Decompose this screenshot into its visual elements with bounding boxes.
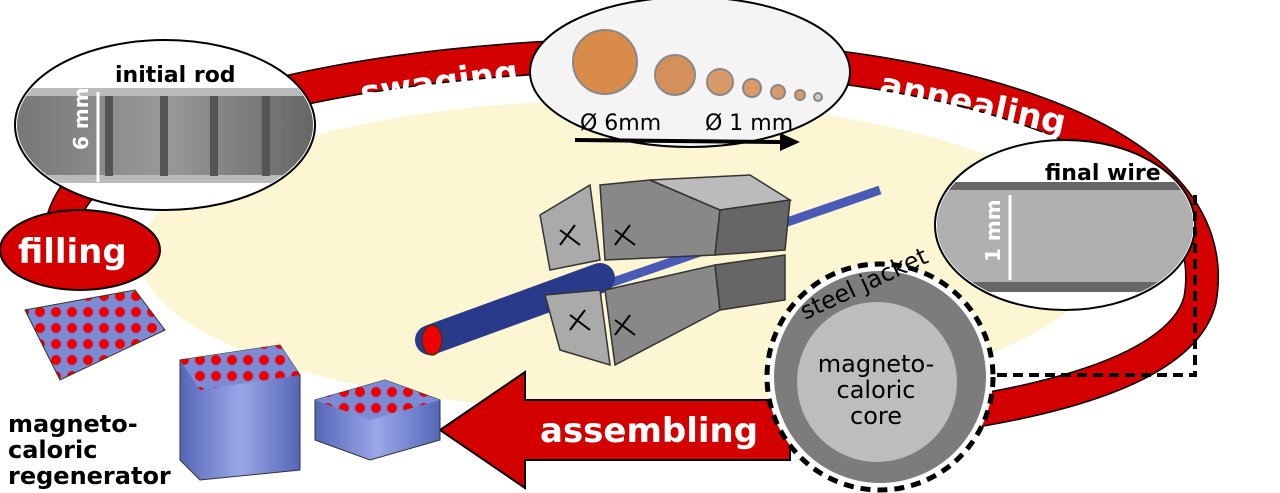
initial-rod-title: initial rod [115, 63, 236, 88]
wire-bundle-icon [24, 289, 166, 381]
core-label-2: caloric [837, 376, 916, 404]
rotation-arrows-icon [559, 224, 636, 336]
initial-rod-image: initial rod 6 mm [14, 39, 316, 211]
core-label-3: core [850, 402, 902, 430]
reduction-arrowhead [780, 133, 800, 151]
final-wire-dimension: 1 mm [981, 199, 1005, 262]
regenerator-label-2: caloric [8, 436, 97, 464]
swaging-machine-icon [415, 174, 882, 367]
wire-cross-section: steel jacket magneto- caloric core [764, 242, 996, 493]
diameter-end: Ø 1 mm [705, 111, 793, 136]
initial-rod-dimension: 6 mm [69, 87, 93, 150]
step-assembling: assembling [540, 411, 758, 451]
step-filling: filling [18, 232, 127, 272]
regenerator-label-3: regenerator [8, 462, 171, 490]
filling-bubble [0, 209, 161, 291]
diameter-start: Ø 6mm [580, 111, 661, 136]
regenerator-illustrations: magneto- caloric regenerator [8, 289, 441, 490]
reduction-arrow [574, 138, 781, 144]
regenerator-label-1: magneto- [8, 410, 138, 438]
final-wire-image: final wire 1 mm [934, 139, 1197, 377]
rod-cross-sections [572, 29, 823, 102]
assembling-arrow [438, 370, 791, 490]
swaging-photo: Ø 6mm Ø 1 mm [529, 0, 851, 151]
core-label-1: magneto- [818, 350, 935, 378]
section-callout-line [985, 195, 1197, 377]
final-wire-title: final wire [1045, 161, 1161, 186]
